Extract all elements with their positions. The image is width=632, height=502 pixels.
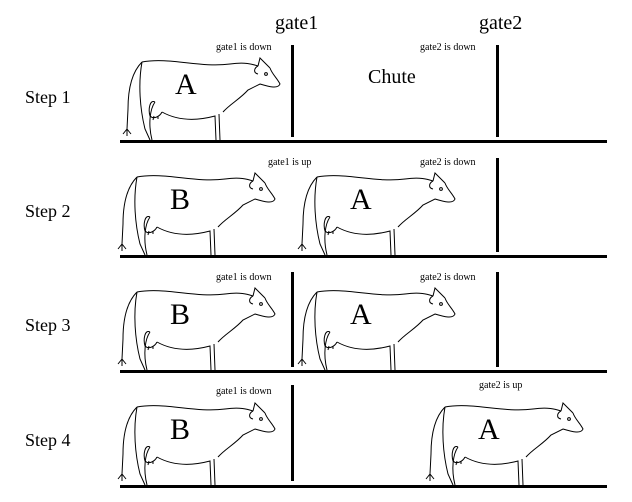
- gate2-down: [496, 272, 499, 367]
- gate1-status: gate1 is down: [216, 386, 272, 397]
- gate2-status: gate2 is up: [479, 380, 523, 391]
- gate2-status: gate2 is down: [420, 157, 476, 168]
- chute-label: Chute: [368, 66, 416, 88]
- gate2-header: gate2: [479, 12, 523, 34]
- gate1-header: gate1: [275, 12, 319, 34]
- cow-label: A: [350, 298, 372, 331]
- floor-line: [120, 255, 607, 258]
- step-label: Step 3: [25, 315, 71, 335]
- cow: A: [120, 54, 282, 142]
- gate1-status: gate1 is down: [216, 42, 272, 53]
- cow-drawing: [117, 402, 276, 486]
- step-label: Step 2: [25, 201, 71, 221]
- cow-label: B: [170, 298, 191, 331]
- gate1-down: [291, 45, 294, 137]
- step-label: Step 4: [25, 430, 71, 450]
- cow-drawing: [425, 402, 584, 486]
- floor-line: [120, 485, 607, 488]
- cow-label: B: [170, 183, 191, 216]
- cow-label: A: [350, 183, 372, 216]
- gate2-down: [496, 45, 499, 137]
- cow-label: A: [175, 68, 197, 101]
- cow: B: [115, 169, 277, 257]
- gate2-down: [496, 158, 499, 252]
- gate1-down: [291, 385, 294, 481]
- step-label: Step 1: [25, 87, 71, 107]
- cow: B: [115, 284, 277, 372]
- cow-label: A: [478, 413, 500, 446]
- cow-drawing: [117, 287, 276, 371]
- gate1-status: gate1 is up: [268, 157, 312, 168]
- cow-label: B: [170, 413, 191, 446]
- cow-drawing: [297, 287, 456, 371]
- gate2-status: gate2 is down: [420, 42, 476, 53]
- floor-line: [120, 370, 607, 373]
- gate1-status: gate1 is down: [216, 272, 272, 283]
- cow: B: [115, 399, 277, 487]
- gate2-status: gate2 is down: [420, 272, 476, 283]
- floor-line: [120, 140, 607, 143]
- gate1-down: [291, 272, 294, 367]
- cow: A: [295, 169, 457, 257]
- cow: A: [423, 399, 585, 487]
- cow-drawing: [122, 57, 281, 141]
- cow-drawing: [297, 172, 456, 256]
- cow: A: [295, 284, 457, 372]
- cow-drawing: [117, 172, 276, 256]
